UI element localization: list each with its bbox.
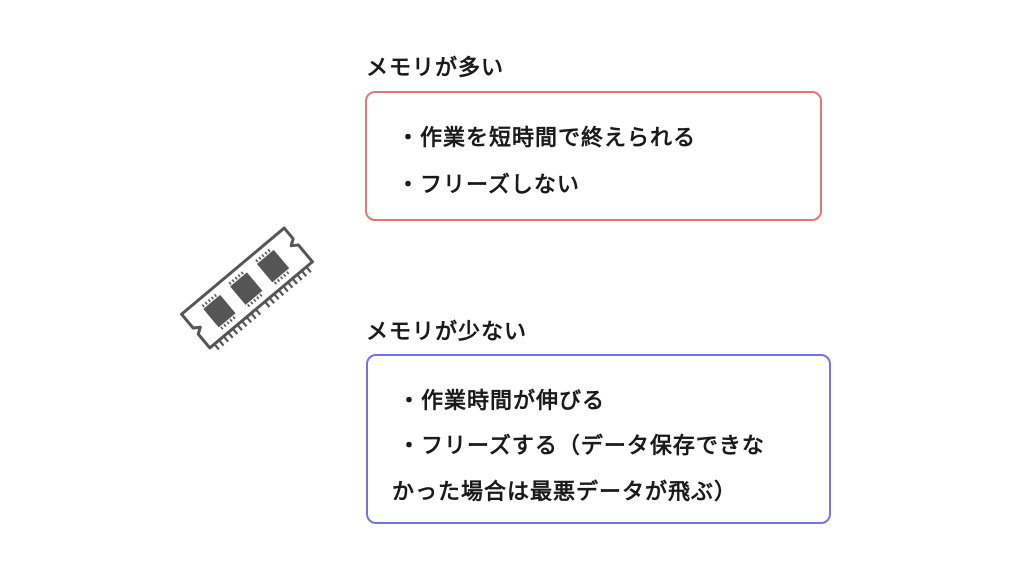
box-memory-few: ・作業時間が伸びる ・フリーズする（データ保存できな かった場合は最悪データが飛… <box>366 354 831 524</box>
few-line-3: かった場合は最悪データが飛ぶ） <box>392 480 738 505</box>
heading-memory-few: メモリが少ない <box>366 320 528 345</box>
ram-memory-module-icon <box>180 226 314 351</box>
many-line-2: ・フリーズしない <box>397 173 580 198</box>
many-line-1: ・作業を短時間で終えられる <box>397 126 697 151</box>
few-line-2: ・フリーズする（データ保存できな <box>398 434 765 459</box>
few-line-1: ・作業時間が伸びる <box>398 389 606 414</box>
box-memory-many: ・作業を短時間で終えられる ・フリーズしない <box>365 91 822 221</box>
heading-memory-many: メモリが多い <box>366 56 505 81</box>
